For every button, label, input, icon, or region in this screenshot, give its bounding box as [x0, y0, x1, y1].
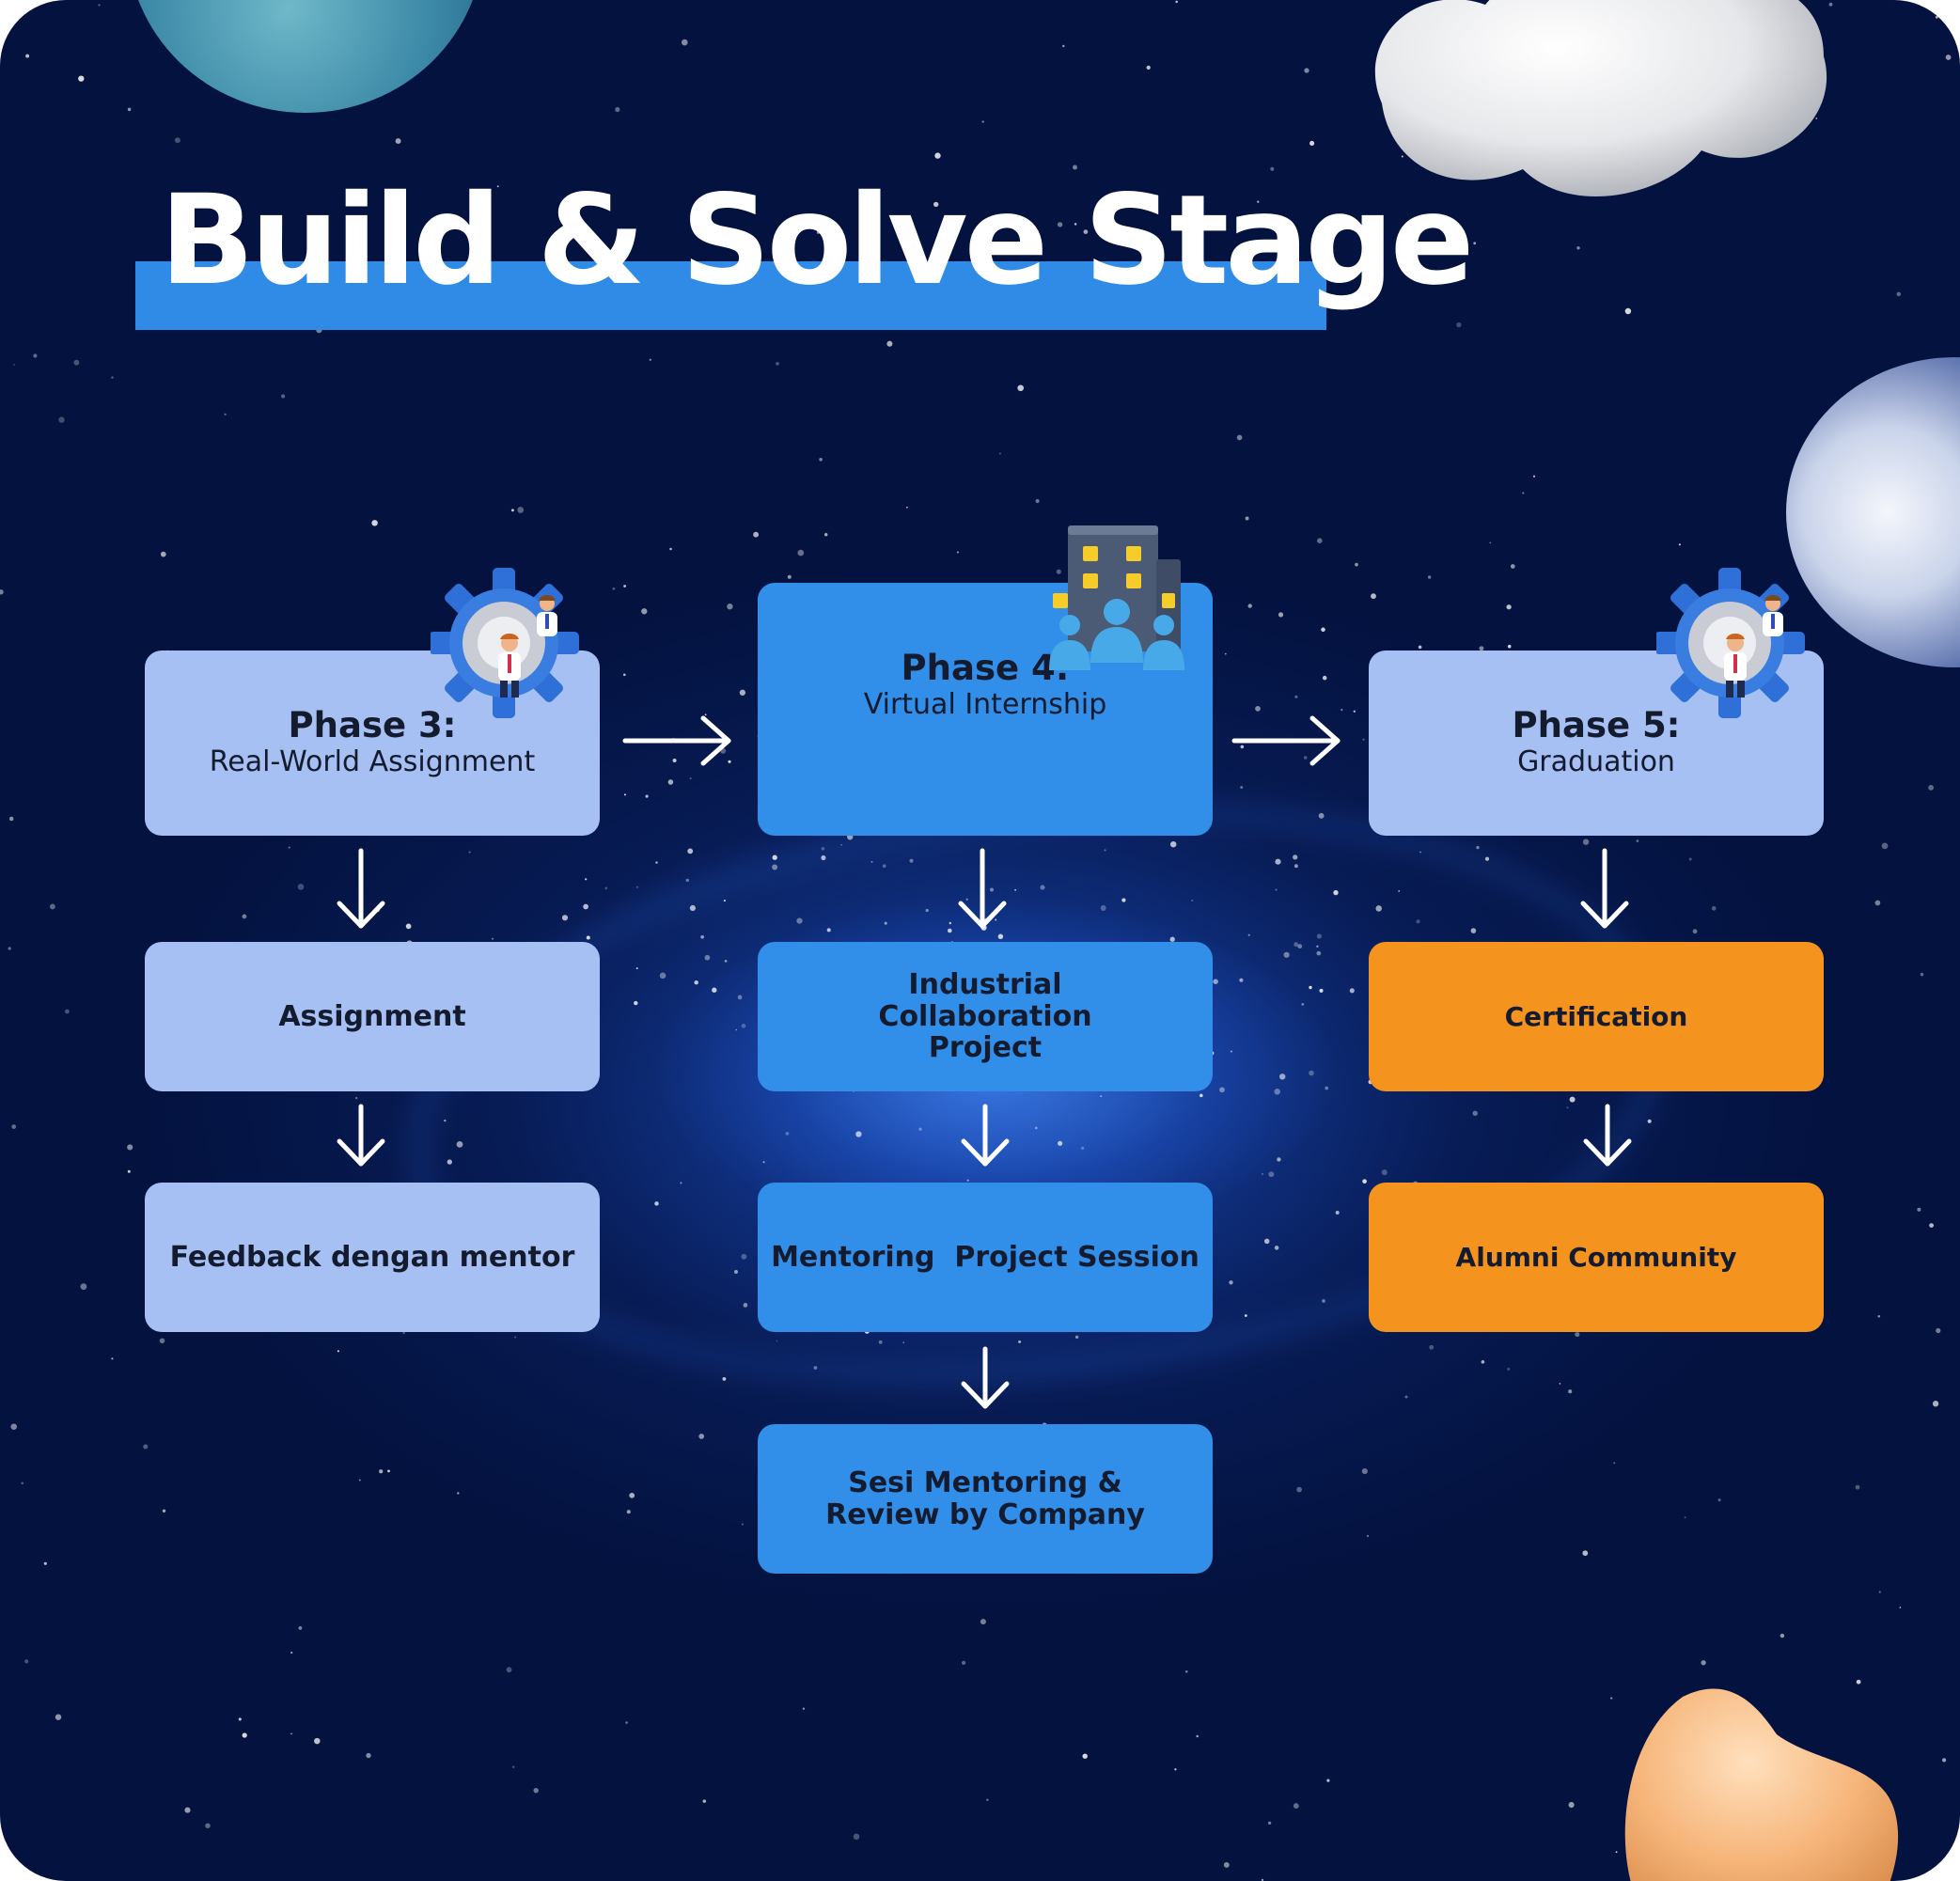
- phase-3-subtitle: Real-World Assignment: [209, 745, 536, 778]
- step-label: Industrial Collaboration Project: [878, 968, 1092, 1065]
- step-label: Feedback dengan mentor: [169, 1240, 575, 1274]
- phase-4-step-review-by-company: Sesi Mentoring & Review by Company: [758, 1424, 1213, 1574]
- arrow-phase4-to-phase5: [1231, 715, 1341, 766]
- arrow-down-p3-2: [337, 1104, 385, 1167]
- phase-5-step-certification: Certification: [1369, 942, 1824, 1091]
- phase-3-step-feedback: Feedback dengan mentor: [145, 1183, 600, 1332]
- step-label: Mentoring Project Session: [771, 1240, 1200, 1274]
- step-label: Assignment: [278, 999, 466, 1033]
- phase-3-step-assignment: Assignment: [145, 942, 600, 1091]
- title-highlight-bar: [135, 261, 1326, 330]
- page-title: Build & Solve Stage: [160, 168, 1474, 313]
- office-building-team-icon: [1049, 525, 1184, 670]
- step-label: Alumni Community: [1455, 1241, 1737, 1273]
- arrow-down-p3-1: [337, 848, 385, 929]
- gear-people-icon: [1656, 568, 1805, 718]
- cloud-decoration: [1375, 0, 1827, 196]
- step-label: Certification: [1504, 1000, 1688, 1032]
- phase-4-title: Phase 4:: [901, 648, 1070, 689]
- phase-4-step-mentoring-session: Mentoring Project Session: [758, 1183, 1213, 1332]
- arrow-phase3-to-phase4: [622, 715, 731, 766]
- phase-5-step-alumni: Alumni Community: [1369, 1183, 1824, 1332]
- arrow-down-p5-1: [1580, 848, 1629, 929]
- arrow-down-p4-1: [958, 848, 1007, 929]
- phase-5-title: Phase 5:: [1512, 705, 1681, 746]
- blob-decoration: [1624, 1688, 1899, 1881]
- step-label: Sesi Mentoring & Review by Company: [825, 1466, 1145, 1531]
- arrow-down-p4-2: [961, 1104, 1010, 1167]
- arrow-down-p5-2: [1583, 1104, 1632, 1167]
- gear-people-icon: [431, 568, 579, 718]
- phase-4-step-industrial-project: Industrial Collaboration Project: [758, 942, 1213, 1091]
- phase-3-title: Phase 3:: [288, 705, 457, 746]
- phase-4-subtitle: Virtual Internship: [863, 687, 1107, 721]
- arrow-down-p4-3: [961, 1346, 1010, 1409]
- phase-5-subtitle: Graduation: [1517, 745, 1675, 778]
